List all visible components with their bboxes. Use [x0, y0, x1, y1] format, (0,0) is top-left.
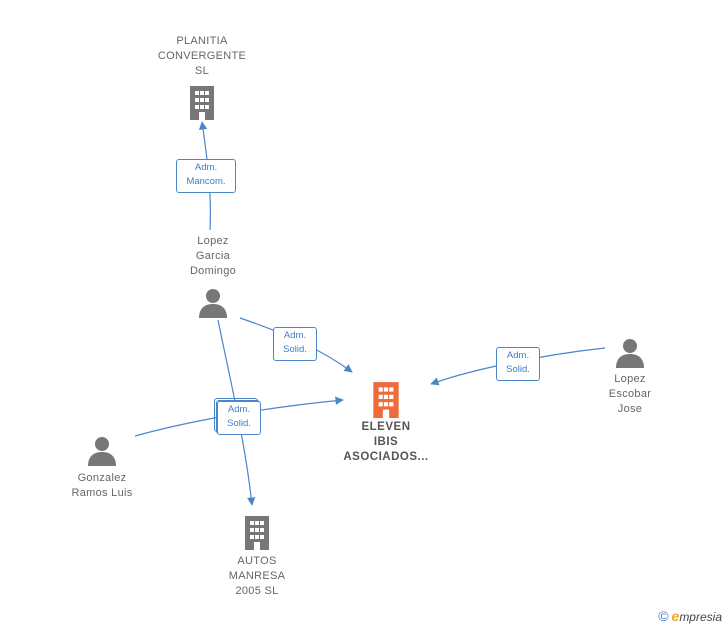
- edge-label-adm-solid-stacked[interactable]: Adm. Solid.: [214, 398, 261, 435]
- brand-logo: empresia: [671, 608, 722, 624]
- person-icon: [616, 339, 644, 368]
- edge-label-adm-solid[interactable]: Adm. Solid.: [273, 327, 317, 361]
- node-label: ELEVEN IBIS ASOCIADOS...: [343, 421, 429, 463]
- node-label: PLANITIA CONVERGENTE SL: [157, 35, 247, 77]
- node-label: Lopez Garcia Domingo: [189, 235, 237, 277]
- building-icon: [245, 516, 269, 550]
- node-label: Lopez Escobar Jose: [608, 373, 652, 415]
- person-icon: [199, 289, 227, 318]
- building-icon: [190, 86, 214, 120]
- copyright-symbol: ©: [658, 608, 669, 624]
- node-label: Gonzalez Ramos Luis: [71, 472, 133, 499]
- building-icon: [373, 382, 399, 418]
- node-label: AUTOS MANRESA 2005 SL: [228, 555, 286, 597]
- person-icon: [88, 437, 116, 466]
- edge-label-adm-mancom[interactable]: Adm. Mancom.: [176, 159, 236, 193]
- edge-label-adm-solid[interactable]: Adm. Solid.: [496, 347, 540, 381]
- brand-footer: © empresia: [658, 608, 722, 624]
